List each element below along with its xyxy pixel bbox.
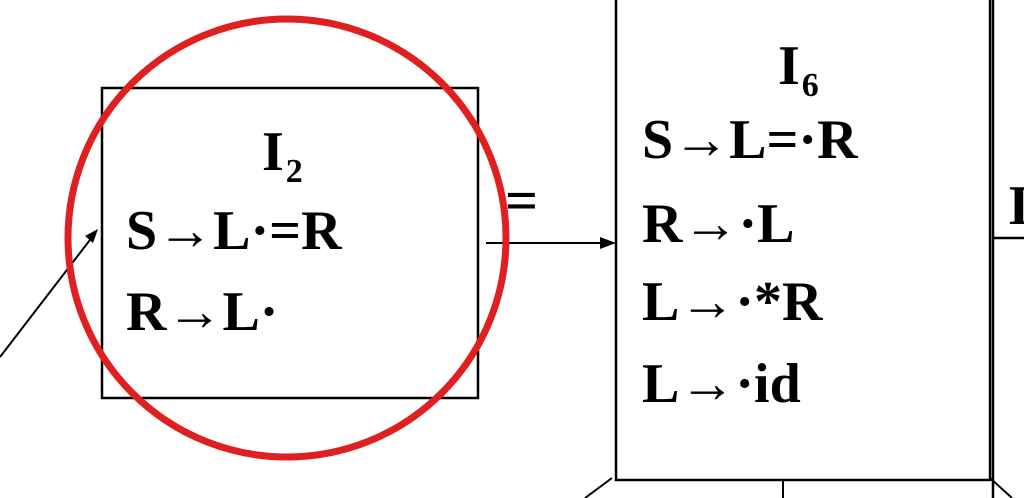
state-box-i6 [614, 0, 992, 482]
state-subscript-i6: 6 [801, 67, 819, 104]
state-name-i2: I [262, 121, 284, 183]
transition-symbol: = [505, 168, 539, 233]
state-title-i2: I2 [262, 124, 303, 189]
item-i6-2: R→·L [642, 193, 795, 255]
state-subscript-i2: 2 [285, 153, 303, 190]
item-i6-1: S→L=·R [642, 109, 858, 171]
incoming-arrowhead [85, 229, 98, 243]
item-i2-2: R→L· [126, 281, 279, 343]
outgoing-line-left [584, 477, 613, 498]
item-i6-4: L→·id [642, 353, 801, 415]
partial-state-label: I [1008, 175, 1024, 237]
outgoing-line-right [989, 477, 1013, 498]
state-name-i6: I [778, 35, 800, 97]
highlight-circle [64, 15, 510, 461]
incoming-arrow-line [0, 235, 94, 358]
transition-arrowhead [600, 237, 616, 249]
state-box-i2 [100, 86, 480, 400]
state-title-i6: I6 [778, 38, 819, 103]
item-i6-3: L→·*R [642, 271, 823, 333]
item-i2-1: S→L·=R [126, 200, 342, 262]
